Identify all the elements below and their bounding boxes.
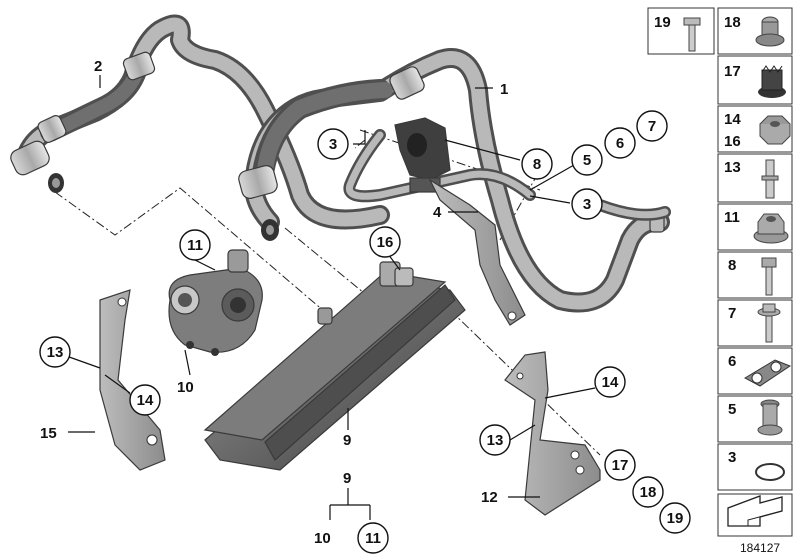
bracket-12 [504,351,601,516]
svg-text:16: 16 [377,234,394,251]
callout-19: 19 [659,502,691,534]
svg-text:8: 8 [533,156,541,173]
callout-3-top: 3 [317,128,349,160]
svg-text:5: 5 [728,401,736,418]
hex-bolt-icon [761,257,777,296]
o-ring-icon [755,463,785,481]
oil-cooler-9 [203,261,466,471]
svg-text:8: 8 [728,257,736,274]
svg-text:1: 1 [500,81,508,98]
svg-text:3: 3 [583,196,591,213]
svg-text:6: 6 [728,353,736,370]
svg-text:18: 18 [640,484,657,501]
callout-13-right: 13 [479,424,511,456]
callout-14-right: 14 [594,366,626,398]
svg-text:10: 10 [314,530,331,547]
svg-text:19: 19 [654,14,671,31]
legend-item-7: 7 [717,299,793,347]
callout-10-tree: 10 [314,530,331,547]
legend-item-11: 11 [717,203,793,251]
legend-item-5: 5 [717,395,793,443]
callout-11: 11 [179,229,211,261]
svg-text:10: 10 [177,379,194,396]
svg-text:16: 16 [724,133,741,150]
bracket-4 [428,178,526,326]
grommet-icon [758,65,786,98]
svg-text:7: 7 [728,305,736,322]
hose-2 [10,14,390,230]
pipe-3 [343,129,671,221]
legend-item-8: 8 [717,251,793,299]
hose-1 [238,48,670,313]
legend-item-6: 6 [717,347,793,395]
callout-10: 10 [177,379,194,396]
callout-9: 9 [343,432,351,449]
svg-text:6: 6 [616,135,624,152]
svg-text:13: 13 [487,432,504,449]
parts-legend: 19 18 17 [647,7,793,555]
callout-5: 5 [571,144,603,176]
callout-12: 12 [481,489,498,506]
svg-text:13: 13 [47,344,64,361]
svg-text:9: 9 [343,470,351,487]
svg-text:3: 3 [329,136,337,153]
svg-text:12: 12 [481,489,498,506]
callout-2: 2 [94,58,102,75]
callout-6: 6 [604,127,636,159]
washer-bolt-icon [757,303,781,343]
svg-text:2: 2 [94,58,102,75]
legend-item-14-16: 14 16 [717,105,793,153]
svg-text:7: 7 [648,118,656,135]
collar-nut-icon [755,16,785,47]
svg-text:14: 14 [724,111,741,128]
svg-text:9: 9 [343,432,351,449]
callout-14-left: 14 [129,384,161,416]
callout-17: 17 [604,449,636,481]
spacer-sleeve-icon [757,399,783,436]
svg-text:19: 19 [667,510,684,527]
svg-text:11: 11 [724,209,740,226]
legend-item-13: 13 [717,153,793,203]
svg-text:3: 3 [728,449,736,466]
callout-4: 4 [433,204,442,221]
document-number: 184127 [740,541,780,555]
callout-15: 15 [40,425,57,442]
flange-nut-icon [753,213,789,244]
stud-bolt-icon [761,159,779,199]
svg-text:13: 13 [724,159,741,176]
bolt-icon [683,17,701,52]
callout-1: 1 [500,81,508,98]
legend-item-3: 3 [717,443,793,491]
svg-text:18: 18 [724,14,741,31]
svg-text:15: 15 [40,425,57,442]
callout-3-right: 3 [571,188,603,220]
legend-item-18: 18 [717,7,793,55]
callout-9-tree: 9 [343,470,351,487]
callout-11-tree: 11 [357,522,389,554]
svg-text:4: 4 [433,204,442,221]
svg-text:14: 14 [137,392,154,409]
legend-item-arrow [717,493,793,537]
bracket-15 [99,289,166,471]
callout-7: 7 [636,110,668,142]
hose-clip-icon [743,359,792,387]
svg-text:11: 11 [187,237,203,254]
svg-text:14: 14 [602,374,619,391]
svg-text:17: 17 [724,63,741,80]
callout-18: 18 [632,476,664,508]
thermostat-10 [168,249,263,356]
legend-item-19: 19 [647,7,715,55]
svg-text:11: 11 [365,530,381,547]
callout-8: 8 [521,148,553,180]
callout-13-left: 13 [39,336,71,368]
hex-nut-icon [759,115,791,145]
callout-16: 16 [369,226,401,258]
svg-text:5: 5 [583,152,591,169]
legend-item-17: 17 [717,55,793,105]
arrow-icon [727,495,783,527]
svg-text:17: 17 [612,457,629,474]
